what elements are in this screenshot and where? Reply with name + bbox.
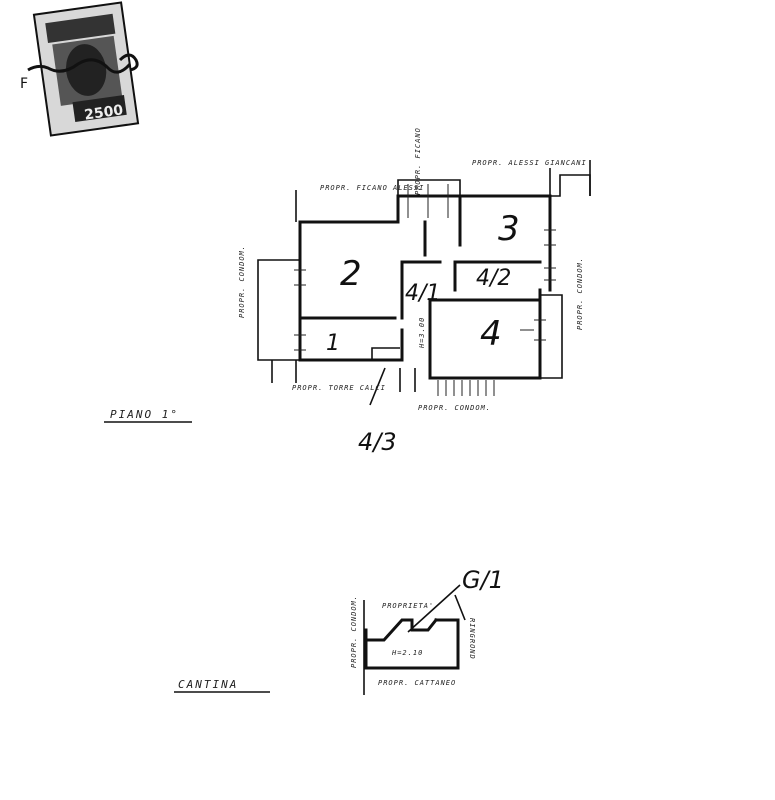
cellar-neighbor-right: RINGROND <box>468 618 476 660</box>
plot-reference: 4/3 <box>358 428 397 456</box>
cellar-height-note: H=2.10 <box>391 649 423 657</box>
neighbor-top-middle: PROPR. FICANO <box>414 127 422 195</box>
room-label-3: 3 <box>498 209 520 249</box>
neighbor-top-left: PROPR. FICANO ALESSI <box>320 184 424 192</box>
cellar-neighbor-left: PROPR. CONDOM. <box>350 595 358 668</box>
neighbor-bottom-left: PROPR. TORRE CALCI <box>292 384 386 392</box>
cellar-title: CANTINA <box>178 678 238 691</box>
floor-height-note: H=3.00 <box>418 317 426 349</box>
neighbor-right: PROPR. CONDOM. <box>576 257 584 330</box>
floor-title: PIANO 1° <box>110 408 179 421</box>
cellar-neighbor-bottom: PROPR. CATTANEO <box>378 679 456 687</box>
cellar-neighbor-top: PROPRIETA' <box>382 602 434 610</box>
cellar-plan: G/1 H=2.10 PROPRIETA' PROPR. CONDOM. RIN… <box>174 566 504 695</box>
cellar-reference: G/1 <box>462 566 504 594</box>
room-label-corridor: 4/2 <box>476 266 511 291</box>
room-label-4: 4 <box>480 314 502 354</box>
stamp-mark: F <box>20 76 28 92</box>
stamp-value: 2500 <box>83 102 124 123</box>
neighbor-top-right: PROPR. ALESSI GIANCANI <box>472 159 587 167</box>
room-label-1: 1 <box>326 331 340 356</box>
neighbor-bottom-right: PROPR. CONDOM. <box>418 404 491 412</box>
first-floor-plan: 2 1 3 4 4/2 4/1 H=3.00 PROPR. FICANO ALE… <box>104 127 591 456</box>
revenue-stamp: 2500 F <box>20 1 140 137</box>
room-label-hall: 4/1 <box>405 281 440 306</box>
room-label-2: 2 <box>340 254 362 294</box>
neighbor-left: PROPR. CONDOM. <box>238 245 246 318</box>
